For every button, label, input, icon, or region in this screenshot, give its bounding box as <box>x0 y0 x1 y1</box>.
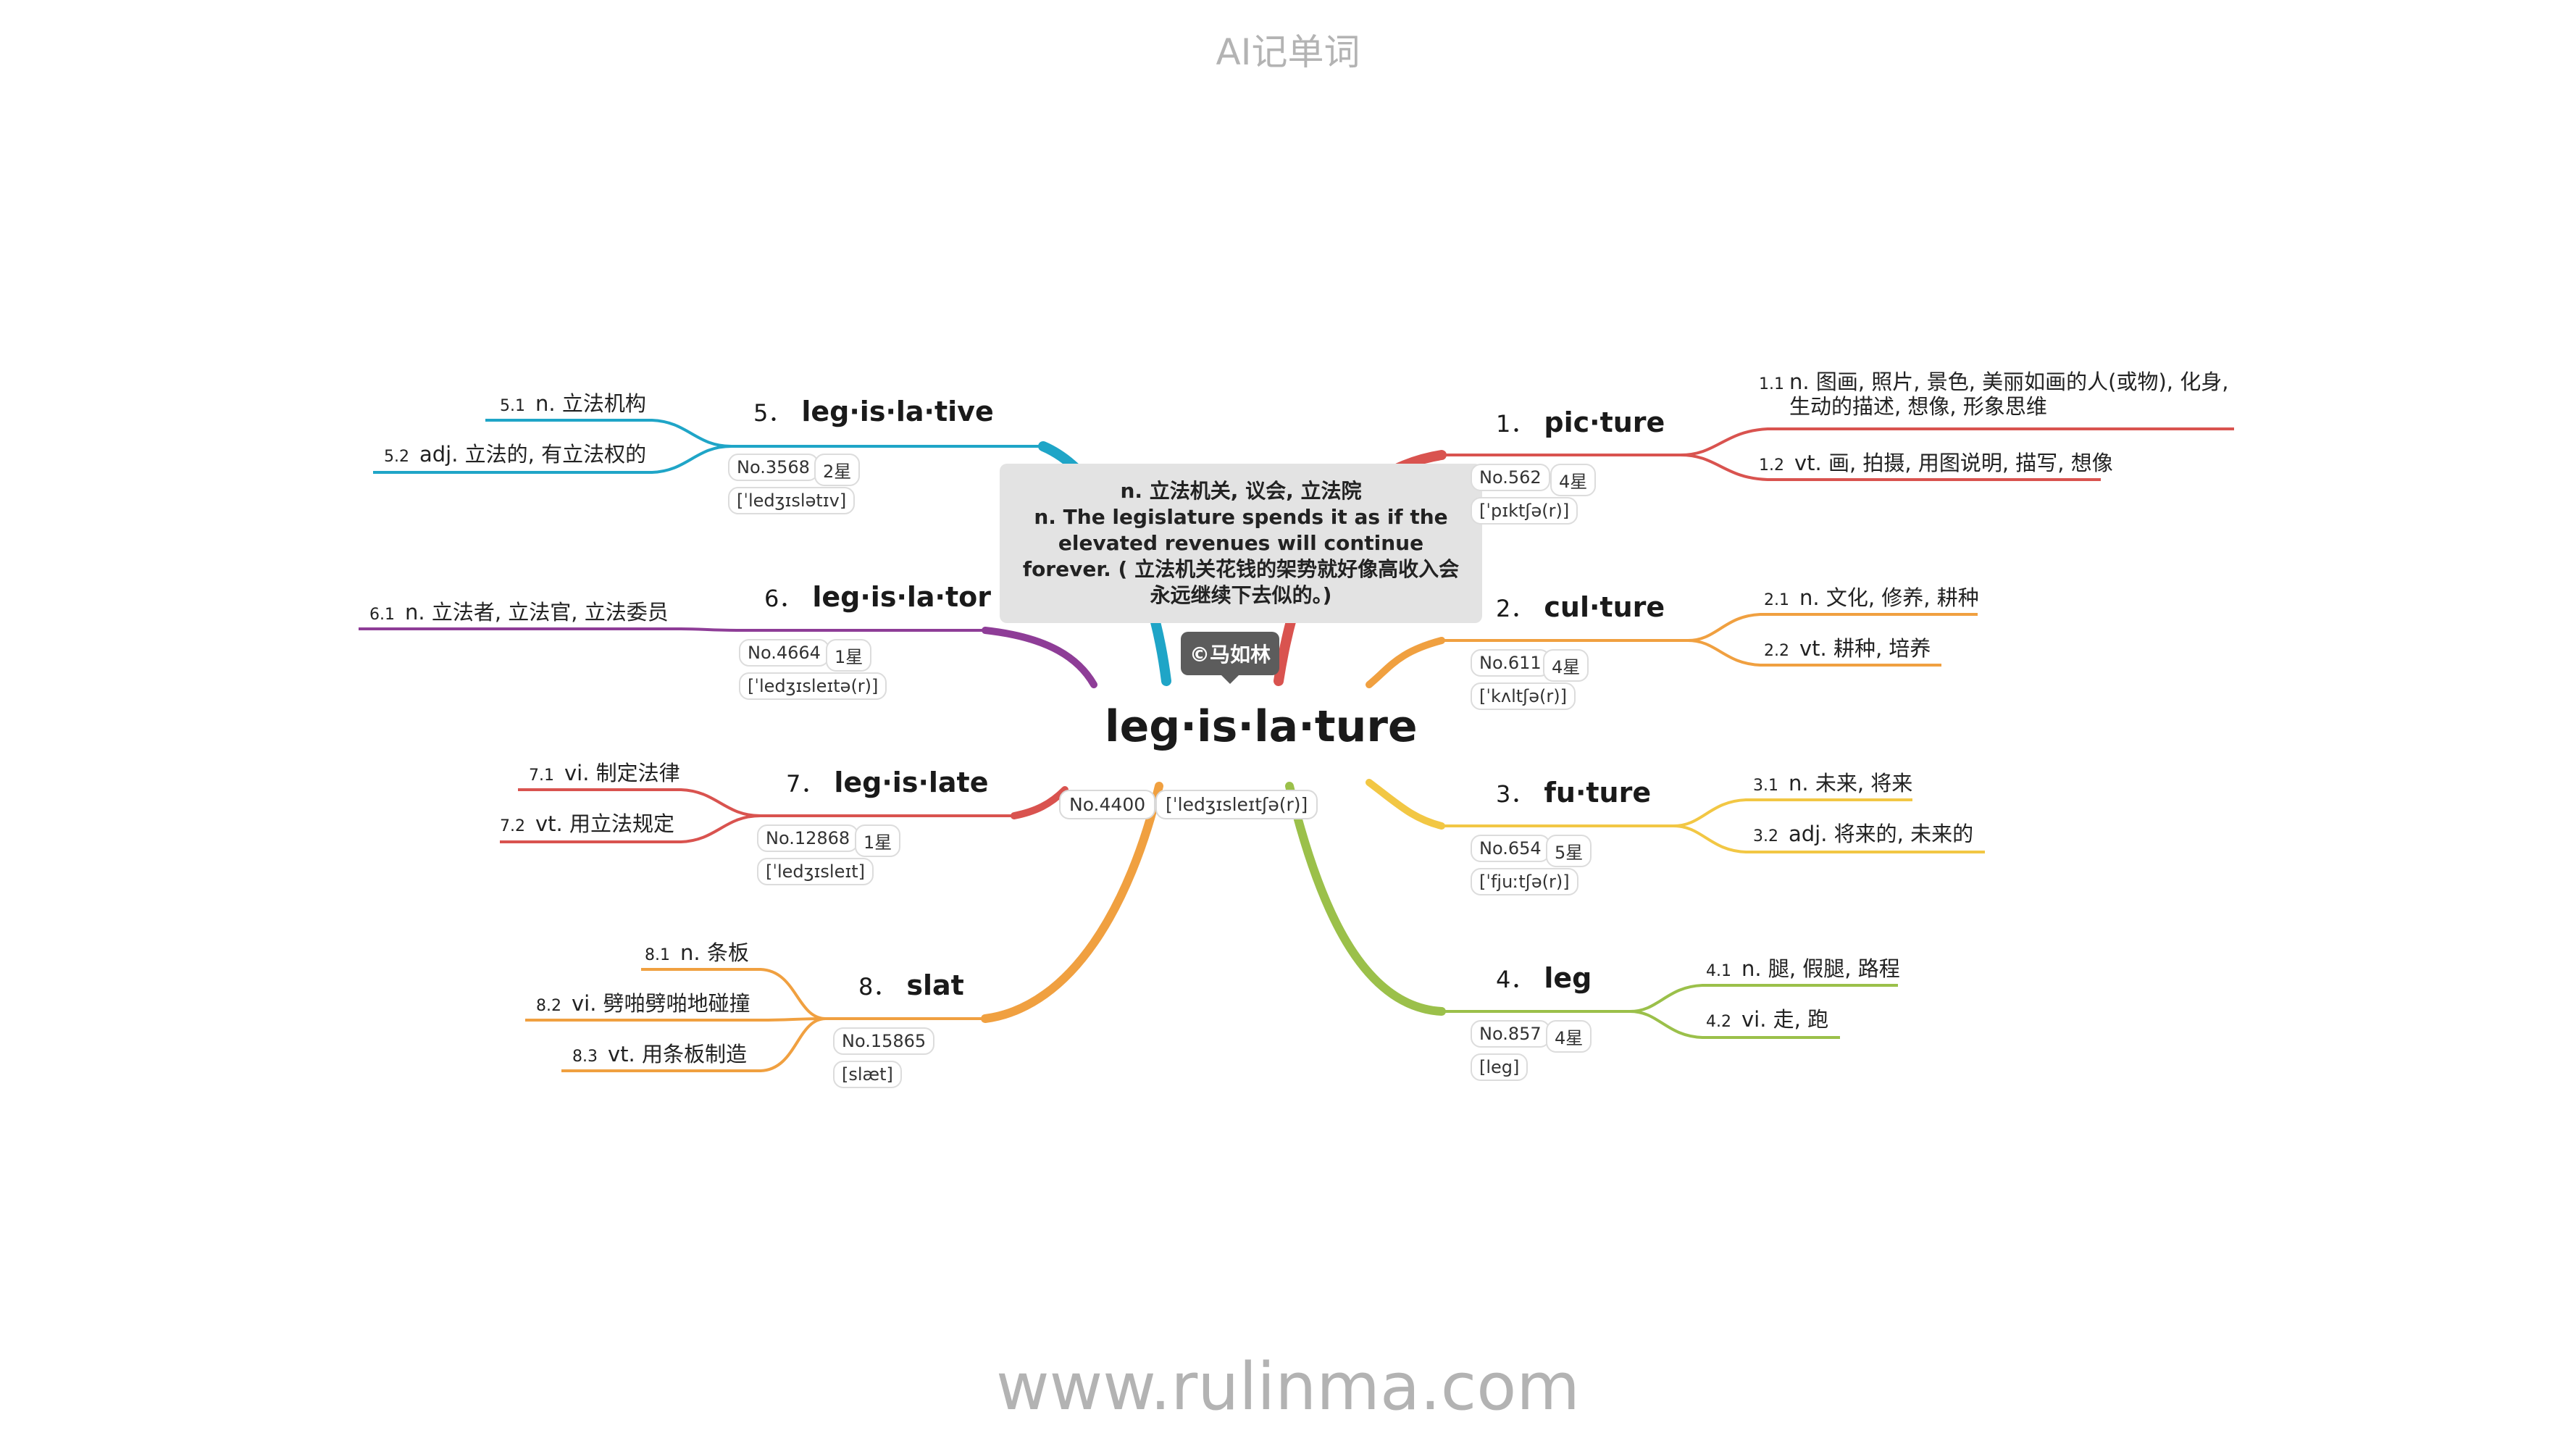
star-rating-badge: 4星 <box>1550 464 1597 496</box>
spoke-slat <box>981 782 1163 1023</box>
author-tag: ©马如林 <box>1181 632 1280 684</box>
star-rating-badge: 1星 <box>855 824 901 857</box>
word-number-badge: No.611 <box>1471 649 1550 677</box>
link-5-1 <box>485 419 732 448</box>
star-rating-badge: 1星 <box>826 639 872 672</box>
link-1-1 <box>1680 427 2234 456</box>
link-6-1 <box>359 627 740 632</box>
branch-word-picture[interactable]: 1． pic·ture <box>1496 406 1665 439</box>
site-url: www.rulinma.com <box>996 1349 1580 1425</box>
phonetic-badge: [ˈledʒɪsleɪt] <box>757 858 874 885</box>
word-number-badge: No.12868 <box>757 824 859 852</box>
branch-word-slat[interactable]: 8．slat <box>858 969 964 1001</box>
branch-word-leg[interactable]: 4．leg <box>1496 962 1592 994</box>
link-4-1 <box>1629 984 1898 1013</box>
link-5-2 <box>373 445 732 474</box>
link-3-2 <box>1673 824 1985 853</box>
word-number-badge: No.857 <box>1471 1020 1550 1048</box>
word-number-badge: No.15865 <box>833 1027 935 1055</box>
definition-tooltip: n. 立法机关, 议会, 立法院 n. The legislature spen… <box>1000 464 1482 623</box>
definition-text: n. 立法机关, 议会, 立法院 <box>1120 479 1362 503</box>
spoke-legislate <box>1011 786 1069 819</box>
link-8-2 <box>525 1017 827 1022</box>
link-4-2 <box>1629 1010 1840 1039</box>
spoke-legislator <box>982 627 1097 688</box>
branch-word-culture[interactable]: 2．cul·ture <box>1496 591 1665 623</box>
sense-1-1[interactable]: n. 图画, 照片, 景色, 美丽如画的人(或物), 化身, 生动的描述, 想像… <box>1789 369 2229 419</box>
link-1-2 <box>1680 454 2101 481</box>
phonetic-badge: [ˈledʒɪsleɪtə(r)] <box>739 672 887 700</box>
spoke-leg <box>1285 782 1446 1016</box>
link-3-1 <box>1673 798 1912 827</box>
star-rating-badge: 4星 <box>1543 649 1589 682</box>
phonetic-badge: [ˈpɪktʃə(r)] <box>1471 497 1578 525</box>
word-number-badge: No.654 <box>1471 835 1550 862</box>
link-8-1 <box>641 968 827 1020</box>
branch-word-legislative[interactable]: 5．leg·is·la·tive <box>753 396 994 427</box>
branch-word-legislate[interactable]: 7．leg·is·late <box>786 767 989 798</box>
center-word[interactable]: leg·is·la·ture <box>1105 701 1418 752</box>
branch-word: pic·ture <box>1544 406 1665 438</box>
branch-word-legislator[interactable]: 6．leg·is·la·tor <box>764 581 992 613</box>
phonetic-badge: [slæt] <box>833 1061 902 1088</box>
link-2-1 <box>1687 613 1978 642</box>
phonetic-badge: [ˈkʌltʃə(r)] <box>1471 682 1576 710</box>
link-2-2 <box>1687 639 1941 667</box>
spoke-culture <box>1366 637 1445 688</box>
star-rating-badge: 4星 <box>1546 1020 1592 1053</box>
star-rating-badge: 2星 <box>814 454 861 486</box>
word-number-badge: No.4664 <box>739 639 829 667</box>
word-number-badge: No.562 <box>1471 464 1550 491</box>
center-word-phonetic: [ˈledʒɪsleɪtʃə(r)] <box>1155 790 1318 819</box>
phonetic-badge: [ˈfjuːtʃə(r)] <box>1471 868 1578 895</box>
phonetic-badge: [leg] <box>1471 1053 1529 1081</box>
phonetic-badge: [ˈledʒɪslətɪv] <box>728 487 856 514</box>
branch-number: 1． <box>1496 410 1534 438</box>
link-7-2 <box>500 814 761 843</box>
link-7-1 <box>518 788 761 817</box>
branch-word-future[interactable]: 3．fu·ture <box>1496 777 1652 809</box>
link-8-3 <box>561 1017 827 1072</box>
center-word-number: No.4400 <box>1059 790 1156 819</box>
example-sentence: n. The legislature spends it as if the e… <box>1022 505 1460 607</box>
sense-1-1-number: 1.1 <box>1759 375 1784 393</box>
spoke-future <box>1366 779 1445 830</box>
app-title: AI记单词 <box>1216 31 1360 73</box>
star-rating-badge: 5星 <box>1546 835 1592 867</box>
word-number-badge: No.3568 <box>728 454 819 481</box>
